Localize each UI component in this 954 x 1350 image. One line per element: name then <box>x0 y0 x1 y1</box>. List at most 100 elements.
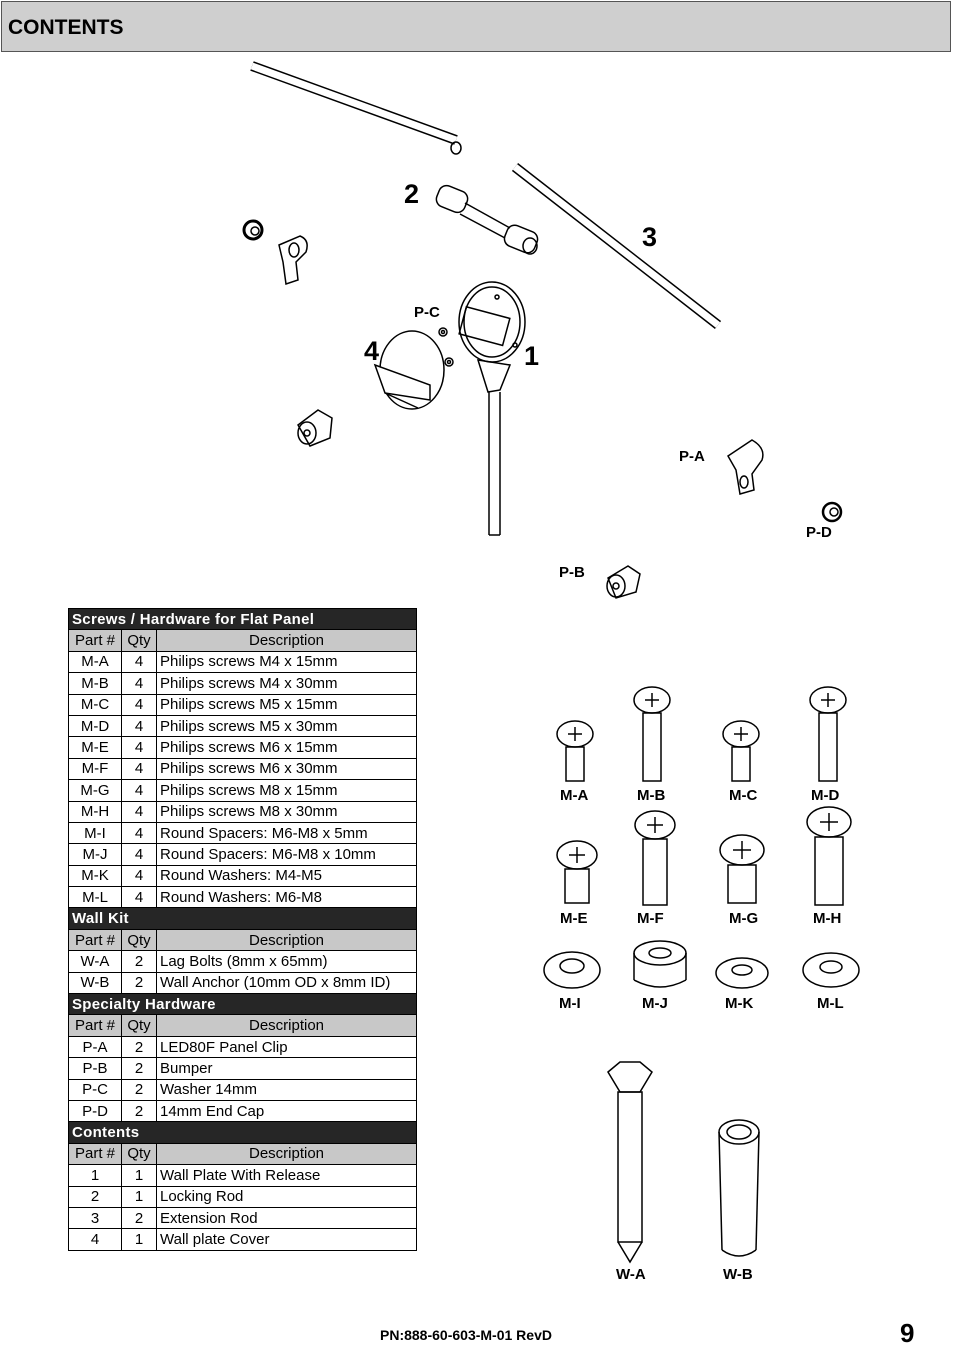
top-rod-drawing <box>250 61 462 155</box>
screw-m-b-drawing <box>633 686 671 782</box>
qty-cell: 1 <box>121 1164 157 1187</box>
qty-cell: 4 <box>121 650 157 674</box>
description-cell: Round Spacers: M6-M8 x 10mm <box>156 843 417 866</box>
screw-m-f-drawing <box>634 810 676 906</box>
callout-2: 2 <box>404 179 420 209</box>
label-p-b: P-B <box>559 564 585 581</box>
extension-rod-drawing <box>511 163 722 329</box>
description-cell: Philips screws M6 x 15mm <box>156 736 417 759</box>
callout-3: 3 <box>642 222 658 252</box>
wall-anchor-drawing <box>718 1119 760 1257</box>
part-cell: P-C <box>68 1078 122 1101</box>
page-header: CONTENTS <box>1 1 951 52</box>
spacer-m-j-drawing <box>633 940 687 988</box>
description-cell: Locking Rod <box>156 1185 417 1208</box>
section-title: Screws / Hardware for Flat Panel <box>68 607 417 631</box>
part-cell: W-A <box>68 950 122 973</box>
description-cell: Wall Anchor (10mm OD x 8mm ID) <box>156 971 417 995</box>
wall-cover-drawing <box>373 330 445 410</box>
part-cell: M-B <box>68 672 122 695</box>
qty-cell: 4 <box>121 821 157 845</box>
end-cap-drawing <box>242 219 264 241</box>
screw-m-c-drawing <box>722 720 760 782</box>
qty-cell: 4 <box>121 757 157 781</box>
part-cell: W-B <box>68 971 122 995</box>
description-cell: Philips screws M5 x 15mm <box>156 693 417 716</box>
qty-cell: 2 <box>121 971 157 995</box>
description-cell: Philips screws M8 x 15mm <box>156 779 417 802</box>
label-p-d: P-D <box>806 524 832 541</box>
label-m-l: M-L <box>817 995 844 1012</box>
label-w-b: W-B <box>723 1266 753 1283</box>
p-a-clip-drawing <box>727 439 764 495</box>
section-header: Specialty Hardware <box>68 993 417 1016</box>
qty-cell: 1 <box>121 1228 157 1251</box>
bumper-drawing <box>297 409 333 447</box>
description-cell: Extension Rod <box>156 1206 417 1230</box>
qty-cell: 4 <box>121 672 157 695</box>
column-part: Part # <box>68 928 122 952</box>
column-part: Part # <box>68 629 122 652</box>
washer-drawing <box>438 327 454 367</box>
part-cell: 2 <box>68 1185 122 1208</box>
qty-cell: 2 <box>121 1099 157 1123</box>
description-cell: Philips screws M5 x 30mm <box>156 714 417 738</box>
label-m-e: M-E <box>560 910 588 927</box>
description-cell: Philips screws M6 x 30mm <box>156 757 417 781</box>
column-part: Part # <box>68 1014 122 1037</box>
qty-cell: 4 <box>121 843 157 866</box>
part-cell: P-B <box>68 1057 122 1080</box>
description-cell: Round Spacers: M6-M8 x 5mm <box>156 821 417 845</box>
description-cell: Philips screws M4 x 15mm <box>156 650 417 674</box>
p-b-bumper-drawing <box>606 565 641 599</box>
column-description: Description <box>156 629 417 652</box>
section-header: Contents <box>68 1121 417 1144</box>
section-title: Contents <box>68 1121 417 1144</box>
locking-rod-drawing <box>435 184 539 255</box>
column-description: Description <box>156 1014 417 1037</box>
part-cell: M-G <box>68 779 122 802</box>
label-w-a: W-A <box>616 1266 646 1283</box>
p-d-cap-drawing <box>821 501 843 523</box>
spacer-m-i-drawing <box>543 951 601 989</box>
column-description: Description <box>156 928 417 952</box>
column-qty: Qty <box>121 928 157 952</box>
label-m-a: M-A <box>560 787 589 804</box>
screw-m-a-drawing <box>556 720 594 782</box>
callout-1: 1 <box>524 341 540 371</box>
part-cell: M-J <box>68 843 122 866</box>
description-cell: Bumper <box>156 1057 417 1080</box>
washer-m-l-drawing <box>802 952 860 988</box>
qty-cell: 4 <box>121 779 157 802</box>
qty-cell: 4 <box>121 693 157 716</box>
screw-m-e-drawing <box>556 840 598 904</box>
qty-cell: 4 <box>121 714 157 738</box>
label-m-j: M-J <box>642 995 668 1012</box>
label-m-b: M-B <box>637 787 666 804</box>
description-cell: Philips screws M8 x 30mm <box>156 800 417 823</box>
description-cell: Philips screws M4 x 30mm <box>156 672 417 695</box>
part-cell: M-I <box>68 821 122 845</box>
